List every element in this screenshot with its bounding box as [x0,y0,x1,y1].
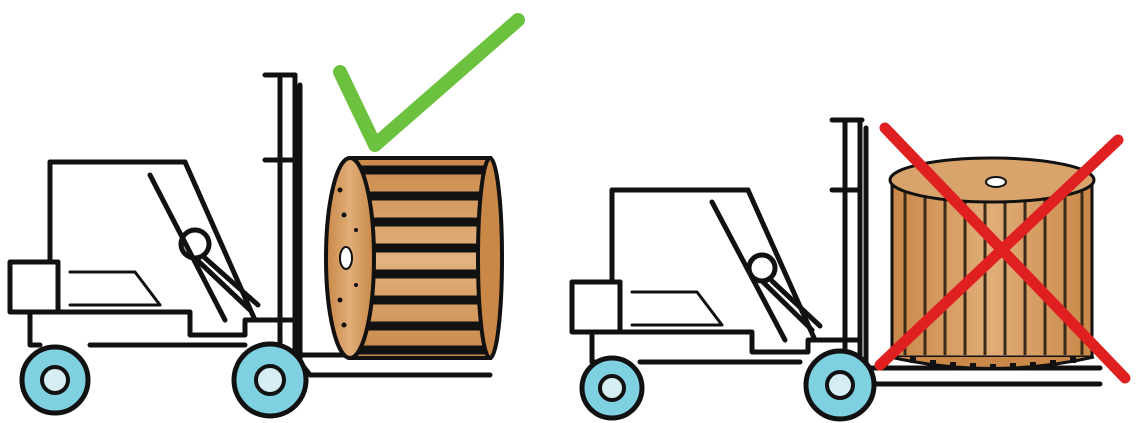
wheel-right-rear [582,358,642,418]
check-mark-icon [340,20,518,145]
cable-reel-correct [326,158,502,358]
panel-correct [10,20,518,416]
panel-incorrect [572,120,1125,419]
wheel-left-rear [22,347,88,413]
wheel-left-front [234,344,306,416]
wheel-right-front [806,351,874,419]
